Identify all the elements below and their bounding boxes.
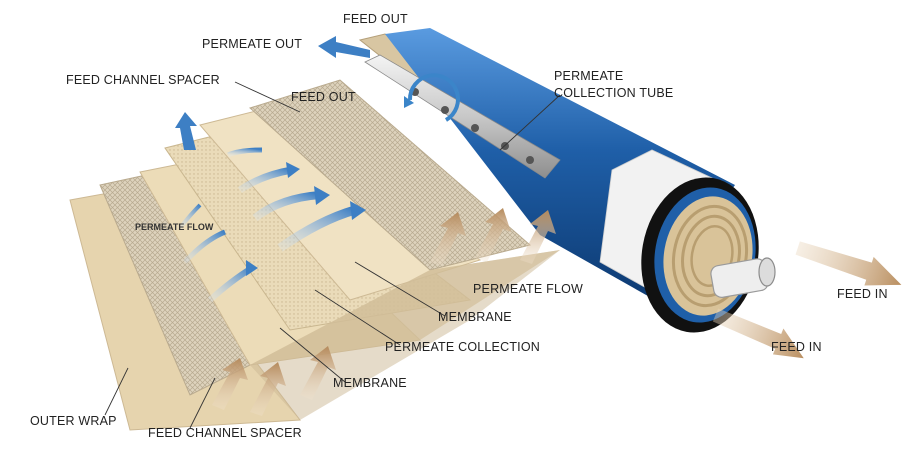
permeate-flow-label: PERMEATE FLOW	[473, 282, 584, 296]
outer-wrap-label: OUTER WRAP	[30, 414, 117, 428]
permeate-flow-blue-arrows	[178, 147, 366, 303]
feed-in-arrow-right-top	[795, 241, 902, 286]
permeate-flow-brown-arrows	[430, 208, 556, 266]
permeate-out-arrow	[318, 36, 370, 58]
membrane-element-body	[358, 28, 776, 333]
feed-in-top-label: FEED IN	[837, 287, 888, 301]
feed-channel-spacer-bottom-label: FEED CHANNEL SPACER	[148, 426, 302, 440]
membrane-bottom-label: MEMBRANE	[333, 376, 407, 390]
leader-lines	[104, 81, 561, 429]
permeate-out-label: PERMEATE OUT	[202, 37, 303, 51]
permeate-collection-tube	[364, 54, 561, 179]
feed-out-mid-label: FEED OUT	[291, 90, 356, 104]
feed-in-arrow-right-bottom	[712, 308, 804, 359]
feed-in-arrows-bottom	[212, 346, 336, 416]
layer-edge-strips	[250, 250, 560, 420]
feed-channel-spacer-top-label: FEED CHANNEL SPACER	[66, 73, 220, 87]
permeate-up-arrow	[175, 112, 197, 150]
permeate-collection-tube-label-line2: COLLECTION TUBE	[554, 86, 674, 100]
permeate-collection-tube-label-line1: PERMEATE	[554, 69, 624, 83]
feed-out-top-label: FEED OUT	[343, 12, 408, 26]
membrane-top-label: MEMBRANE	[438, 310, 512, 324]
feed-in-bottom-label: FEED IN	[771, 340, 822, 354]
permeate-flow-small-label: PERMEATE FLOW	[135, 222, 214, 232]
permeate-collection-label: PERMEATE COLLECTION	[385, 340, 540, 354]
